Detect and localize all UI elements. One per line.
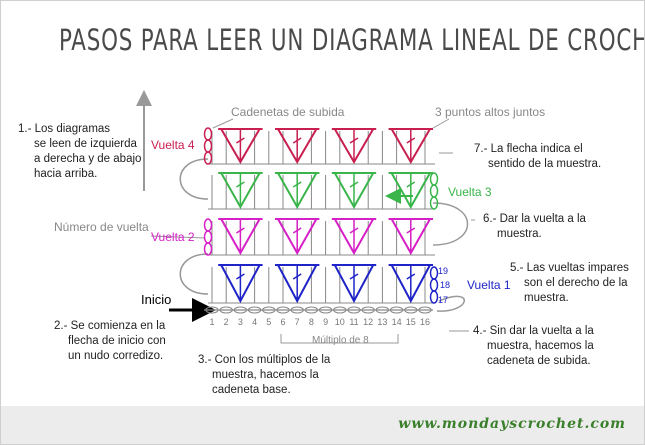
turning-chain-v4 — [203, 127, 213, 141]
note-7: 7.- La flecha indica el sentido de la mu… — [474, 143, 602, 170]
cluster-tick-v3 — [236, 181, 245, 188]
label-numero-vuelta: Número de vuelta — [54, 220, 149, 234]
cluster-tick-v4 — [406, 137, 416, 144]
base-chain-stitch — [304, 306, 319, 314]
base-number: 14 — [391, 317, 402, 327]
base-number: 11 — [349, 317, 359, 327]
label-inicio: Inicio — [141, 292, 172, 307]
cluster-tick-v1 — [236, 273, 245, 280]
base-number: 8 — [308, 317, 314, 327]
base-chain-stitch — [333, 306, 347, 314]
turning-chain-v1 — [429, 290, 439, 304]
note-4: 4.- Sin dar la vuelta a la muestra, hace… — [473, 325, 594, 367]
cluster-tick-v2 — [406, 227, 416, 234]
round-label-v3: Vuelta 3 — [448, 185, 492, 199]
turning-chain-v1 — [429, 278, 439, 292]
base-number: 3 — [237, 317, 243, 327]
base-number: 13 — [377, 317, 388, 327]
base-number: 7 — [294, 317, 300, 327]
turning-chain-v4 — [203, 151, 213, 165]
turn-loop-left-3 — [179, 158, 209, 200]
turning-chain-v2 — [203, 218, 213, 232]
round-label-v4: Vuelta 4 — [151, 138, 195, 152]
base-number: 1 — [209, 317, 215, 327]
label-puntos-altos: 3 puntos altos juntos — [435, 105, 546, 119]
note-1: 1.- Los diagramas se leen de izquierda a… — [18, 123, 142, 180]
base-chain-stitch — [404, 306, 418, 314]
base-chain-stitch — [290, 306, 304, 314]
cluster-tick-v4 — [236, 137, 245, 144]
cluster-tick-v1 — [406, 273, 416, 280]
cluster-tick-v3 — [292, 181, 302, 188]
base-number: 4 — [252, 317, 258, 327]
cluster-tick-v3 — [406, 181, 416, 188]
base-chain-stitch — [361, 306, 375, 314]
base-to-chain-loop — [436, 295, 465, 312]
note-6: 6.- Dar la vuelta a la muestra. — [483, 213, 586, 240]
note-5: 5.- Las vueltas impares son el derecho d… — [510, 262, 629, 304]
cluster-tick-v1 — [349, 273, 359, 280]
base-number: 15 — [405, 317, 416, 327]
turning-chain-v2 — [203, 230, 213, 244]
turn-loop-left-1 — [179, 253, 209, 295]
leader-cadenetas — [212, 118, 234, 129]
turning-chain-v4 — [203, 139, 213, 153]
base-chain-stitch — [219, 306, 233, 314]
footer-band — [1, 406, 644, 444]
round-label-v2: Vuelta 2 — [151, 230, 195, 244]
leader-puntos-altos — [432, 118, 450, 129]
base-number: 12 — [363, 317, 374, 327]
base-number: 9 — [323, 317, 329, 327]
leader-numero-vuelta — [150, 235, 206, 239]
label-multiplo: Múltiplo de 8 — [312, 335, 369, 346]
note-3: 3.- Con los múltiplos de la muestra, hac… — [198, 354, 331, 396]
base-number: 16 — [419, 317, 430, 327]
base-chain-stitch — [375, 306, 390, 314]
page-title: PASOS PARA LEER UN DIAGRAMA LINEAL DE CR… — [59, 23, 645, 57]
turn-loop-right-2 — [432, 202, 469, 246]
label-cadenetas-subida: Cadenetas de subida — [231, 105, 345, 119]
cluster-tick-v2 — [349, 227, 359, 234]
cluster-tick-v1 — [292, 273, 302, 280]
base-number: 6 — [280, 317, 286, 327]
turning-chain-v2 — [203, 242, 213, 256]
base-number: 5 — [266, 317, 272, 327]
chain-count-19: 19 — [438, 266, 449, 276]
cluster-tick-v2 — [292, 227, 302, 234]
cluster-tick-v3 — [349, 181, 359, 188]
base-chain-stitch — [389, 306, 404, 314]
note-2: 2.- Se comienza en la flecha de inicio c… — [54, 320, 166, 362]
base-chain-stitch — [233, 306, 248, 314]
cluster-tick-v4 — [349, 137, 359, 144]
chain-count-17: 17 — [438, 295, 449, 305]
base-number: 10 — [334, 317, 345, 327]
base-chain-stitch — [262, 306, 276, 314]
turning-chain-v3 — [429, 172, 439, 186]
turning-chain-v1 — [429, 266, 439, 280]
cluster-tick-v2 — [236, 227, 245, 234]
base-chain-stitch — [276, 306, 290, 314]
turning-chain-v3 — [429, 184, 439, 198]
base-chain-stitch — [347, 306, 361, 314]
website-link[interactable]: www.mondayscrochet.com — [398, 416, 626, 432]
chain-count-18: 18 — [440, 280, 451, 290]
round-label-v1: Vuelta 1 — [467, 278, 511, 292]
cluster-tick-v4 — [292, 137, 302, 144]
base-chain-stitch — [205, 306, 219, 314]
base-number: 2 — [223, 317, 229, 327]
multiplo-bracket — [280, 334, 399, 344]
base-chain-stitch — [418, 306, 432, 314]
base-chain-stitch — [247, 306, 262, 314]
base-chain-stitch — [318, 306, 333, 314]
